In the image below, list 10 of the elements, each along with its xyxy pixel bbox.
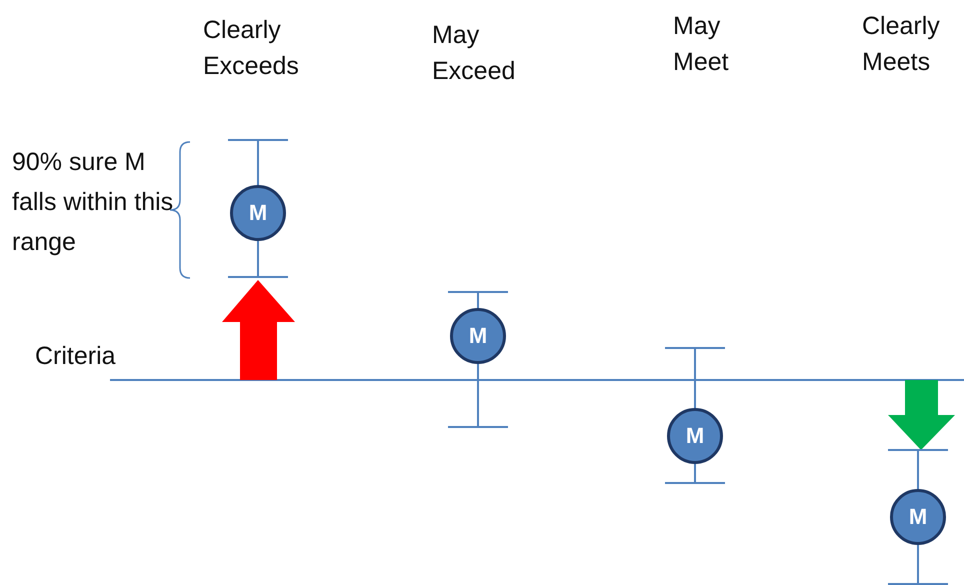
column-heading: Clearly Exceeds	[203, 15, 300, 82]
column-heading: May Exceed	[432, 20, 516, 87]
annotation-text: 90% sure M falls within this range	[12, 147, 174, 258]
column-heading: May Meet	[673, 11, 730, 78]
measurement-circle: M	[450, 308, 506, 364]
axis-label: Criteria	[35, 341, 117, 372]
measurement-circle: M	[230, 185, 286, 241]
measurement-circle: M	[890, 489, 946, 545]
column-heading: Clearly Meets	[862, 11, 941, 78]
measurement-circle: M	[667, 408, 723, 464]
